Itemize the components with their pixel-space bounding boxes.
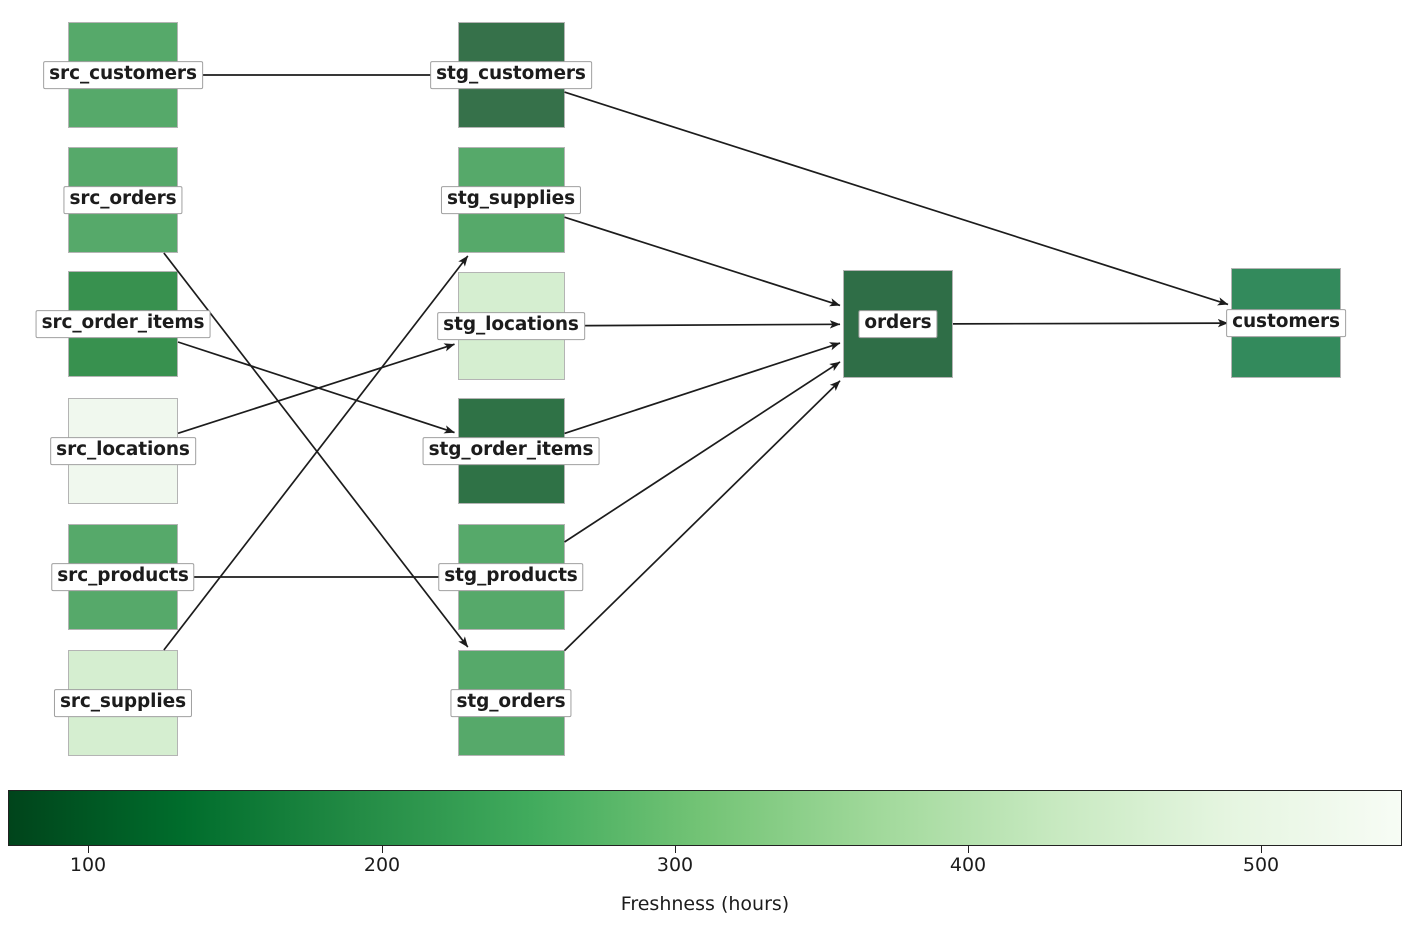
node-label-src_locations[interactable]: src_locations [50,437,196,465]
node-label-stg_order_items[interactable]: stg_order_items [422,437,600,465]
colorbar-axis-label: Freshness (hours) [620,893,790,915]
edges-layer [163,74,1229,652]
colorbar-ticklabel-100: 100 [69,854,107,876]
edge-src_supplies-to-stg_supplies [163,255,469,651]
node-label-src_orders[interactable]: src_orders [63,186,183,214]
node-label-orders[interactable]: orders [858,310,938,338]
colorbar-ticklabel-400: 400 [949,854,987,876]
edge-paths [163,74,1229,652]
node-label-customers[interactable]: customers [1226,309,1346,337]
colorbar-tick-100 [88,846,90,853]
node-label-src_order_items[interactable]: src_order_items [35,310,211,338]
edge-stg_supplies-to-orders [564,216,841,307]
edge-src_locations-to-stg_locations [177,343,455,435]
colorbar-gradient [8,790,1402,846]
node-label-src_customers[interactable]: src_customers [43,61,203,89]
node-label-stg_orders[interactable]: stg_orders [450,689,572,717]
edge-stg_products-to-orders [564,361,841,543]
edge-src_order_items-to-stg_order_items [177,341,455,434]
colorbar-tick-500 [1261,846,1263,853]
colorbar-ticklabel-500: 500 [1242,854,1280,876]
colorbar-tick-300 [675,846,677,853]
node-label-stg_supplies[interactable]: stg_supplies [440,186,582,214]
node-label-stg_locations[interactable]: stg_locations [437,312,585,340]
colorbar-tick-400 [968,846,970,853]
edge-stg_customers-to-customers [564,91,1229,306]
colorbar-tick-200 [382,846,384,853]
edge-stg_locations-to-orders [564,320,841,329]
node-label-src_products[interactable]: src_products [51,563,195,591]
node-label-stg_products[interactable]: stg_products [438,563,584,591]
node-label-src_supplies[interactable]: src_supplies [53,689,193,717]
edge-src_orders-to-stg_orders [163,252,469,648]
colorbar-ticklabel-200: 200 [363,854,401,876]
node-label-stg_customers[interactable]: stg_customers [430,61,592,89]
edge-stg_orders-to-orders [563,380,841,652]
edge-orders-to-customers [952,318,1229,328]
edge-stg_order_items-to-orders [564,342,841,435]
colorbar-ticklabel-300: 300 [656,854,694,876]
colorbar: 100 200 300 400 500 Freshness (hours) [0,780,1410,926]
